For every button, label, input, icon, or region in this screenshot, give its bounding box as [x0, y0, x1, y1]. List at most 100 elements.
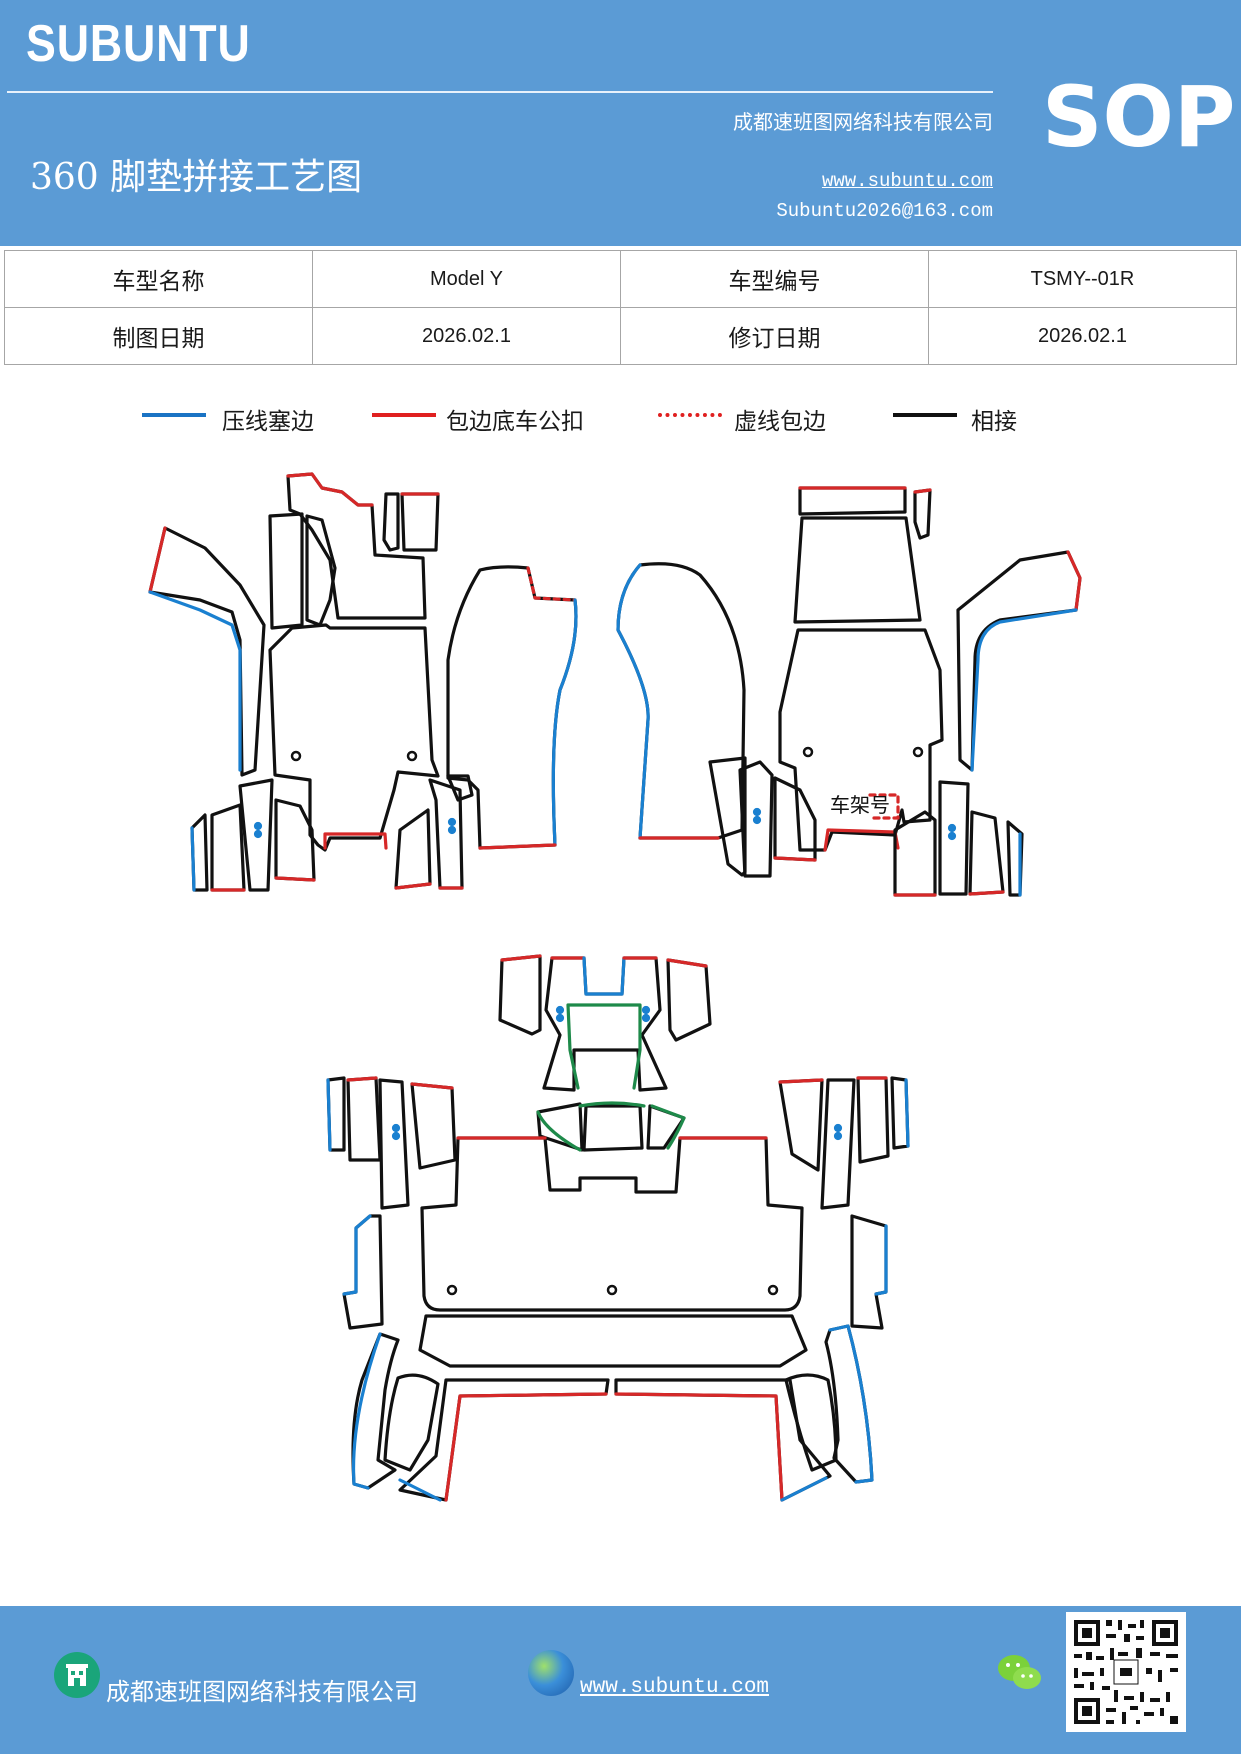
edge-blue [970, 608, 1078, 772]
edge-blue [904, 1078, 910, 1148]
mat-panel [784, 1373, 838, 1472]
mounting-hole [912, 746, 924, 758]
mounting-hole [606, 1284, 618, 1296]
mat-panel [378, 1078, 410, 1210]
mat-panel [773, 776, 817, 862]
mat-panel [850, 1214, 888, 1330]
legend-swatch [142, 413, 206, 417]
legend-label: 包边底车公扣 [446, 409, 584, 435]
clip-dot [391, 1123, 401, 1133]
model-name-label: 车型名称 [4, 250, 313, 308]
edge-red-dotted [868, 793, 900, 820]
mat-panel [738, 760, 774, 878]
header-banner: SUBUNTU 成都速班图网络科技有限公司 360 脚垫拼接工艺图 www.su… [0, 0, 1241, 246]
footer-website-link[interactable]: www.subuntu.com [580, 1676, 770, 1699]
edge-blue [780, 1476, 828, 1502]
vehicle-info-table: 车型名称 Model Y 车型编号 TSMY--01R 制图日期 2026.02… [4, 250, 1237, 365]
mat-panel [956, 550, 1082, 772]
clip-dot [447, 825, 457, 835]
edge-blue [551, 598, 578, 847]
mat-panel [893, 810, 937, 897]
edge-blue [190, 826, 196, 892]
model-code-value: TSMY--01R [928, 250, 1237, 308]
header-email: Subuntu2026@163.com [776, 200, 993, 222]
mat-panel [305, 514, 337, 627]
mat-panel [398, 1378, 610, 1502]
legend-label: 虚线包边 [734, 409, 826, 435]
clip-dot [555, 1013, 565, 1023]
mat-panel [410, 1082, 457, 1170]
mat-panel [383, 1373, 440, 1472]
edge-red [614, 1392, 784, 1502]
mounting-hole [290, 750, 302, 762]
edge-red [286, 472, 374, 507]
edge-red [274, 876, 316, 882]
mat-panel [418, 1314, 808, 1368]
edge-red [773, 856, 817, 862]
clip-dot [391, 1131, 401, 1141]
header-website-link[interactable]: www.subuntu.com [821, 170, 993, 192]
edge-red [323, 832, 388, 850]
mat-panel [394, 808, 432, 890]
clip-dot [641, 1005, 651, 1015]
clip-dot [947, 823, 957, 833]
mat-panel [820, 1078, 856, 1210]
footer-company: 成都速班图网络科技有限公司 [106, 1678, 418, 1706]
revision-date-value: 2026.02.1 [928, 307, 1237, 365]
edge-blue [616, 563, 650, 840]
mat-panel [856, 1076, 890, 1164]
edge-red [346, 1076, 378, 1082]
edge-red [444, 1392, 608, 1502]
edge-blue [342, 1214, 372, 1296]
mounting-hole [406, 750, 418, 762]
edge-red [968, 890, 1005, 896]
edge-blue [582, 956, 626, 996]
edge-red [500, 954, 542, 962]
mat-panel [793, 516, 922, 624]
mat-panel [446, 774, 474, 802]
mat-panel [346, 1076, 382, 1162]
rear-assembly [326, 954, 910, 1502]
edge-red [778, 1078, 824, 1084]
legend-swatch [372, 413, 436, 417]
edge-blue [828, 1324, 874, 1484]
model-name-value: Model Y [312, 250, 621, 308]
legend-label: 压线塞边 [222, 409, 314, 435]
mat-panel [798, 486, 907, 516]
edge-red [666, 958, 708, 968]
frame-number-label: 车架号 [830, 793, 890, 817]
edge-red [394, 882, 432, 890]
edge-blue [874, 1224, 888, 1296]
edge-green [578, 1101, 646, 1108]
mat-panel [274, 798, 316, 882]
clip-dot [752, 815, 762, 825]
clip-dot [947, 831, 957, 841]
draw-date-label: 制图日期 [4, 307, 313, 365]
clip-dot [447, 817, 457, 827]
building-icon [54, 1652, 100, 1698]
mat-panel [542, 956, 668, 1092]
mat-panel [968, 810, 1005, 896]
mat-panel [342, 1214, 384, 1330]
revision-date-label: 修订日期 [620, 307, 929, 365]
edge-blue [148, 590, 242, 772]
mat-panel [582, 1104, 644, 1152]
mat-panel [382, 492, 400, 552]
edge-red [410, 1082, 454, 1090]
clip-dot [253, 829, 263, 839]
mat-panel [210, 803, 246, 892]
clip-dot [555, 1005, 565, 1015]
mat-panel [616, 562, 746, 840]
mat-panel [268, 512, 304, 630]
clip-dot [253, 821, 263, 831]
legend-swatch [658, 413, 722, 417]
edge-red [148, 526, 167, 594]
edge-red [913, 488, 932, 494]
mounting-hole [446, 1284, 458, 1296]
legend-swatch [893, 413, 957, 417]
edge-green [566, 1003, 642, 1090]
wechat-icon[interactable] [996, 1652, 1044, 1694]
mat-panel [614, 1378, 832, 1502]
mat-panel [536, 1102, 584, 1152]
